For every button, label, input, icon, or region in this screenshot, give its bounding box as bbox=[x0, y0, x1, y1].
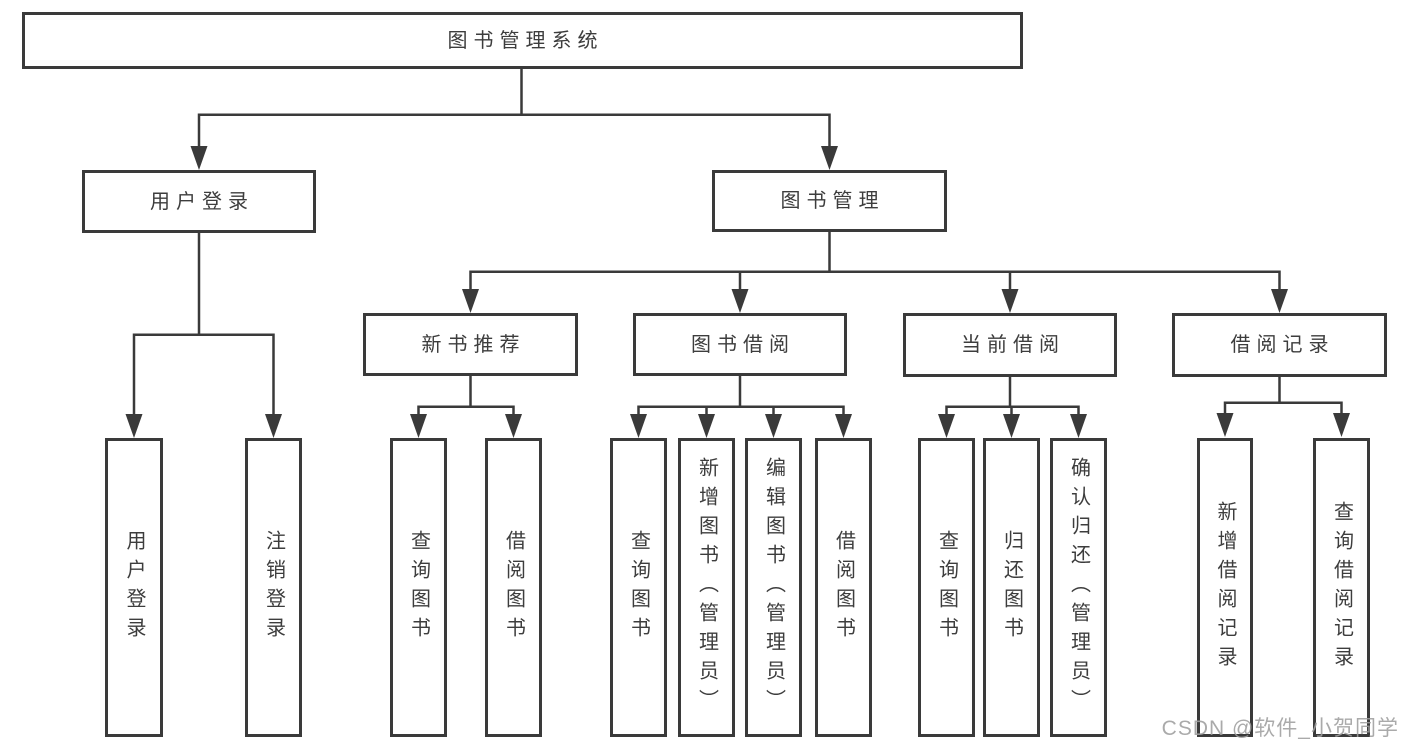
leaf-query-books-current: 查询图书 bbox=[918, 438, 975, 737]
node-user-login: 用户登录 bbox=[82, 170, 316, 233]
node-borrowing-records: 借阅记录 bbox=[1172, 313, 1387, 377]
leaf-edit-books-admin: 编辑图书（管理员） bbox=[745, 438, 802, 737]
leaf-query-books-recommend: 查询图书 bbox=[390, 438, 447, 737]
leaf-user-login: 用户登录 bbox=[105, 438, 163, 737]
node-library-management-system: 图书管理系统 bbox=[22, 12, 1023, 69]
leaf-borrow-books-borrowing: 借阅图书 bbox=[815, 438, 872, 737]
node-book-borrowing: 图书借阅 bbox=[633, 313, 847, 376]
node-current-borrowing: 当前借阅 bbox=[903, 313, 1117, 377]
csdn-watermark: CSDN @软件_小贺同学 bbox=[1161, 717, 1399, 740]
leaf-query-borrowing-record: 查询借阅记录 bbox=[1313, 438, 1370, 737]
leaf-add-books-admin: 新增图书（管理员） bbox=[678, 438, 735, 737]
leaf-logout: 注销登录 bbox=[245, 438, 302, 737]
leaf-query-books-borrowing: 查询图书 bbox=[610, 438, 667, 737]
leaf-add-borrowing-record: 新增借阅记录 bbox=[1197, 438, 1253, 737]
leaf-confirm-return-admin: 确认归还（管理员） bbox=[1050, 438, 1107, 737]
leaf-borrow-books-recommend: 借阅图书 bbox=[485, 438, 542, 737]
node-new-book-recommendation: 新书推荐 bbox=[363, 313, 578, 376]
leaf-return-books: 归还图书 bbox=[983, 438, 1040, 737]
node-book-management: 图书管理 bbox=[712, 170, 947, 232]
